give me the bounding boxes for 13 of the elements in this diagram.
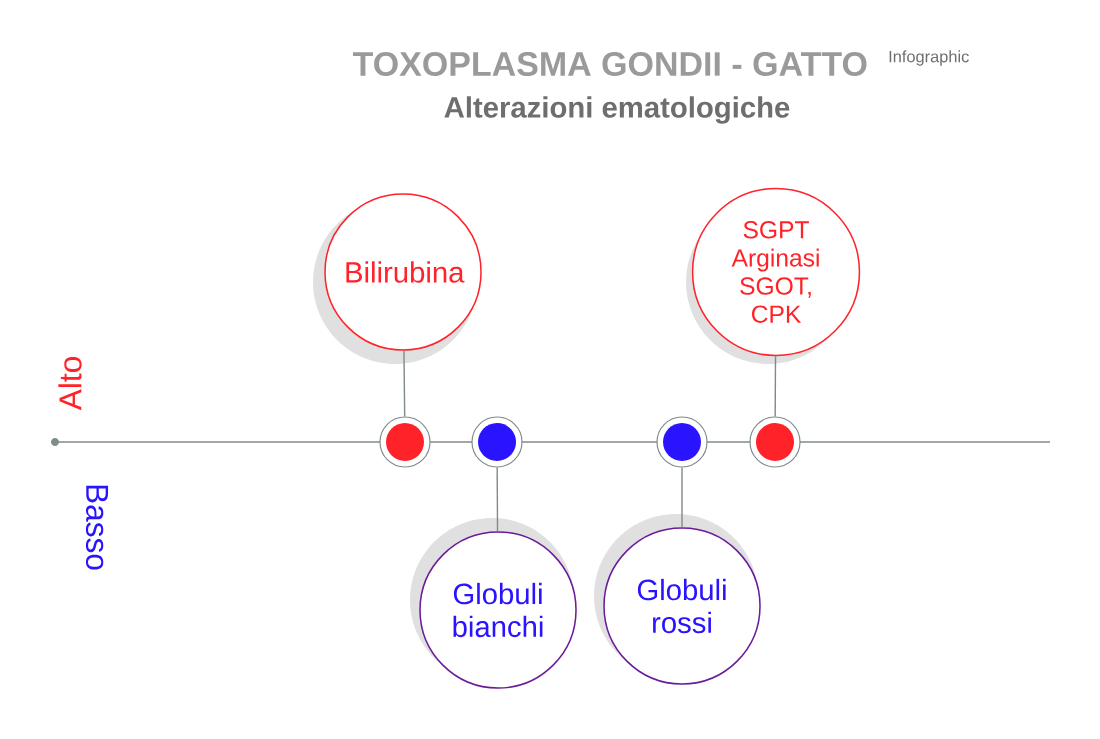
marker-dot: [379, 416, 431, 468]
marker-dot: [471, 416, 523, 468]
axis-label: Alto: [58, 357, 82, 411]
connector-line: [496, 466, 499, 532]
connector-line: [403, 350, 406, 418]
connector-line: [681, 466, 683, 528]
title: TOXOPLASMA GONDII - GATTO: [352, 51, 867, 76]
axis-label: Basso: [85, 485, 109, 570]
tag-text: Infographic: [889, 50, 969, 66]
connector-line: [774, 355, 777, 418]
marker-dot: [656, 416, 708, 468]
subtitle: Alterazioni ematologiche: [444, 96, 790, 124]
marker-dot: [749, 416, 801, 468]
